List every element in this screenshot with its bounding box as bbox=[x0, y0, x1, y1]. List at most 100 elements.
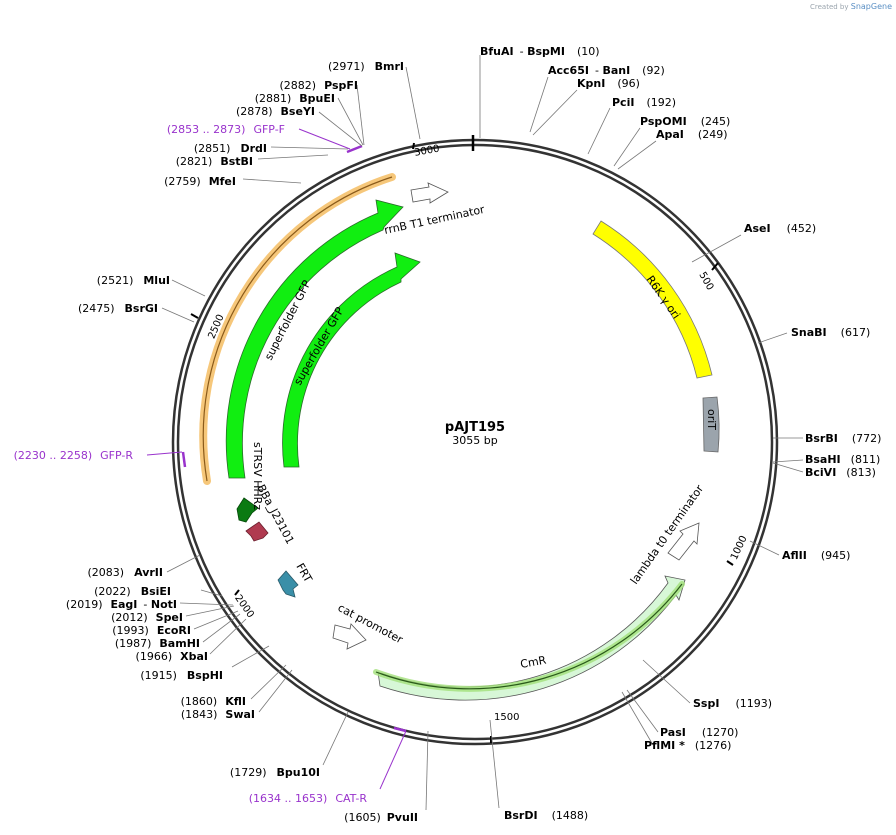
tick-500-label: 500 bbox=[696, 270, 715, 292]
enzyme-bsrdi-name: BsrDI bbox=[504, 809, 538, 822]
r6k-ori-feature bbox=[592, 220, 713, 379]
enzyme-label-swai: (1843)SwaI bbox=[181, 708, 255, 721]
leader-bcivi bbox=[772, 462, 804, 473]
enzyme-mfei-name: MfeI bbox=[209, 175, 236, 188]
enzyme-bpu10i-pos: (1729) bbox=[230, 766, 267, 779]
enzyme-bpu10i-name: Bpu10I bbox=[277, 766, 321, 779]
enzyme-label-pasi: PasI(1270) bbox=[660, 726, 738, 739]
enzyme-label-spei: (2012)SpeI bbox=[111, 611, 183, 624]
enzyme-apai-pos: (249) bbox=[698, 128, 728, 141]
enzyme-noti-name: NotI bbox=[151, 598, 177, 611]
enzyme-label-apai: ApaI (249) bbox=[656, 128, 728, 141]
enzyme-sspi-name: SspI bbox=[693, 697, 719, 710]
enzyme-mlui-name: MluI bbox=[143, 274, 170, 287]
enzyme-bcivi-pos: (813) bbox=[846, 466, 876, 479]
enzyme-label-kfli: (1860)KflI bbox=[181, 695, 246, 708]
enzyme-leaders bbox=[161, 55, 804, 811]
leader-acc65i bbox=[529, 76, 549, 133]
leader-pflmi bbox=[621, 691, 654, 746]
strsv-hhrz-label: sTRSV HHRz bbox=[251, 442, 264, 510]
enzyme-pasi-name: PasI bbox=[660, 726, 686, 739]
primer-labels: (2853 .. 2873)GFP-F (2230 .. 2258)GFP-R … bbox=[14, 123, 368, 805]
primer-cat-r-mark bbox=[393, 726, 407, 733]
plasmid-name: pAJT195 bbox=[445, 420, 505, 435]
primer-gfp-r-range: (2230 .. 2258) bbox=[14, 449, 93, 462]
enzyme-bamhi-pos: (1987) bbox=[115, 637, 152, 650]
leader-bsphi bbox=[231, 645, 270, 668]
enzyme-label-pcii: PciI(192) bbox=[612, 96, 676, 109]
enzyme-bsphi-pos: (1915) bbox=[140, 669, 177, 682]
enzyme-bpuei-pos: (2881) bbox=[255, 92, 292, 105]
leader-pspomi bbox=[613, 127, 641, 167]
enzyme-ecori-name: EcoRI bbox=[157, 624, 191, 637]
primer-cat-r-name: CAT-R bbox=[335, 792, 367, 805]
enzyme-label-bamhi: (1987)BamHI bbox=[115, 637, 200, 650]
enzyme-acc65i-dash: - bbox=[595, 64, 602, 77]
enzyme-mlui-pos: (2521) bbox=[97, 274, 134, 287]
enzyme-swai-name: SwaI bbox=[225, 708, 255, 721]
credit-created-by: Created by bbox=[810, 3, 849, 11]
snapgene-credit: Created by SnapGene bbox=[810, 2, 892, 11]
leader-bstbi bbox=[257, 154, 329, 160]
enzyme-label-bsrdi: BsrDI (1488) bbox=[504, 809, 588, 822]
strsv-hhrz-feature bbox=[236, 497, 259, 523]
leader-eagi bbox=[179, 602, 234, 606]
tick-1000-label: 1000 bbox=[729, 534, 750, 562]
enzyme-pspomi-pos: (245) bbox=[701, 115, 731, 128]
primer-gfp-f-leader bbox=[298, 128, 351, 150]
leader-pspfi bbox=[356, 84, 365, 146]
enzyme-pflmi-pos: (1276) bbox=[695, 739, 732, 752]
enzyme-ecori-pos: (1993) bbox=[112, 624, 149, 637]
enzyme-pspfi-name: PspFI bbox=[324, 79, 358, 92]
enzyme-label-bfuai: BfuAI- BspMI(10) bbox=[480, 45, 600, 58]
enzyme-apai-name: ApaI bbox=[656, 128, 684, 141]
enzyme-label-bpu10i: (1729) Bpu10I bbox=[230, 766, 320, 779]
leader-bpu10i bbox=[322, 711, 349, 766]
leader-avrii bbox=[166, 554, 201, 573]
enzyme-labels-right: BfuAI- BspMI(10) Acc65I- BanI(92) KpnI(9… bbox=[480, 45, 881, 822]
enzyme-bfuai-dash: - bbox=[520, 45, 527, 58]
enzyme-label-sspi: SspI(1193) bbox=[693, 697, 772, 710]
leader-bamhi bbox=[202, 613, 241, 643]
backbone-outer-ring bbox=[171, 138, 779, 746]
enzyme-eagi-pos: (2019) bbox=[66, 598, 103, 611]
enzyme-bsrgi-name: BsrGI bbox=[125, 302, 158, 315]
enzyme-bsrbi-pos: (772) bbox=[852, 432, 882, 445]
enzyme-bseyi-name: BseYI bbox=[281, 105, 315, 118]
enzyme-label-xbai: (1966)XbaI bbox=[136, 650, 208, 663]
enzyme-label-pspfi: (2882)PspFI bbox=[280, 79, 358, 92]
enzyme-label-eagi: (2019)EagI- NotI bbox=[66, 598, 177, 611]
lambda-terminator-arrow bbox=[667, 522, 700, 561]
primer-gfp-f-name: GFP-F bbox=[253, 123, 285, 136]
backbone-inner-ring bbox=[176, 143, 774, 741]
frt-feature bbox=[277, 570, 299, 598]
leader-aflii bbox=[749, 540, 780, 556]
enzyme-pcii-name: PciI bbox=[612, 96, 634, 109]
leader-drdi bbox=[270, 146, 349, 150]
leader-snabi bbox=[757, 332, 788, 344]
enzyme-pflmi-name: PflMI * bbox=[644, 739, 685, 752]
enzyme-bpuei-name: BpuEI bbox=[299, 92, 335, 105]
primer-marks bbox=[146, 128, 407, 790]
enzyme-label-bpuei: (2881) BpuEI bbox=[255, 92, 335, 105]
enzyme-pvuii-pos: (1605) bbox=[344, 811, 381, 824]
primer-label-gfp-f: (2853 .. 2873)GFP-F bbox=[167, 123, 285, 136]
enzyme-mfei-pos: (2759) bbox=[164, 175, 201, 188]
frt-label: FRT bbox=[293, 561, 314, 585]
leader-ecori bbox=[193, 610, 239, 630]
enzyme-pspomi-name: PspOMI bbox=[640, 115, 687, 128]
enzyme-bfuai-pos: (10) bbox=[577, 45, 600, 58]
tick-500-mark bbox=[711, 262, 719, 271]
tick-3000-label: 3000 bbox=[413, 144, 440, 159]
enzyme-bsiei-name: BsiEI bbox=[141, 585, 171, 598]
tick-2000-mark bbox=[234, 589, 240, 596]
enzyme-label-pspomi: PspOMI (245) bbox=[640, 115, 730, 128]
enzyme-bfuai-name: BfuAI bbox=[480, 45, 514, 58]
enzyme-pvuii-name: PvuII bbox=[387, 811, 418, 824]
enzyme-snabi-name: SnaBI bbox=[791, 326, 827, 339]
leader-kfli bbox=[250, 664, 287, 700]
enzyme-spei-name: SpeI bbox=[156, 611, 183, 624]
primer-label-gfp-r: (2230 .. 2258)GFP-R bbox=[14, 449, 134, 462]
enzyme-bsrdi-pos: (1488) bbox=[552, 809, 589, 822]
leader-bsahi bbox=[772, 459, 804, 463]
